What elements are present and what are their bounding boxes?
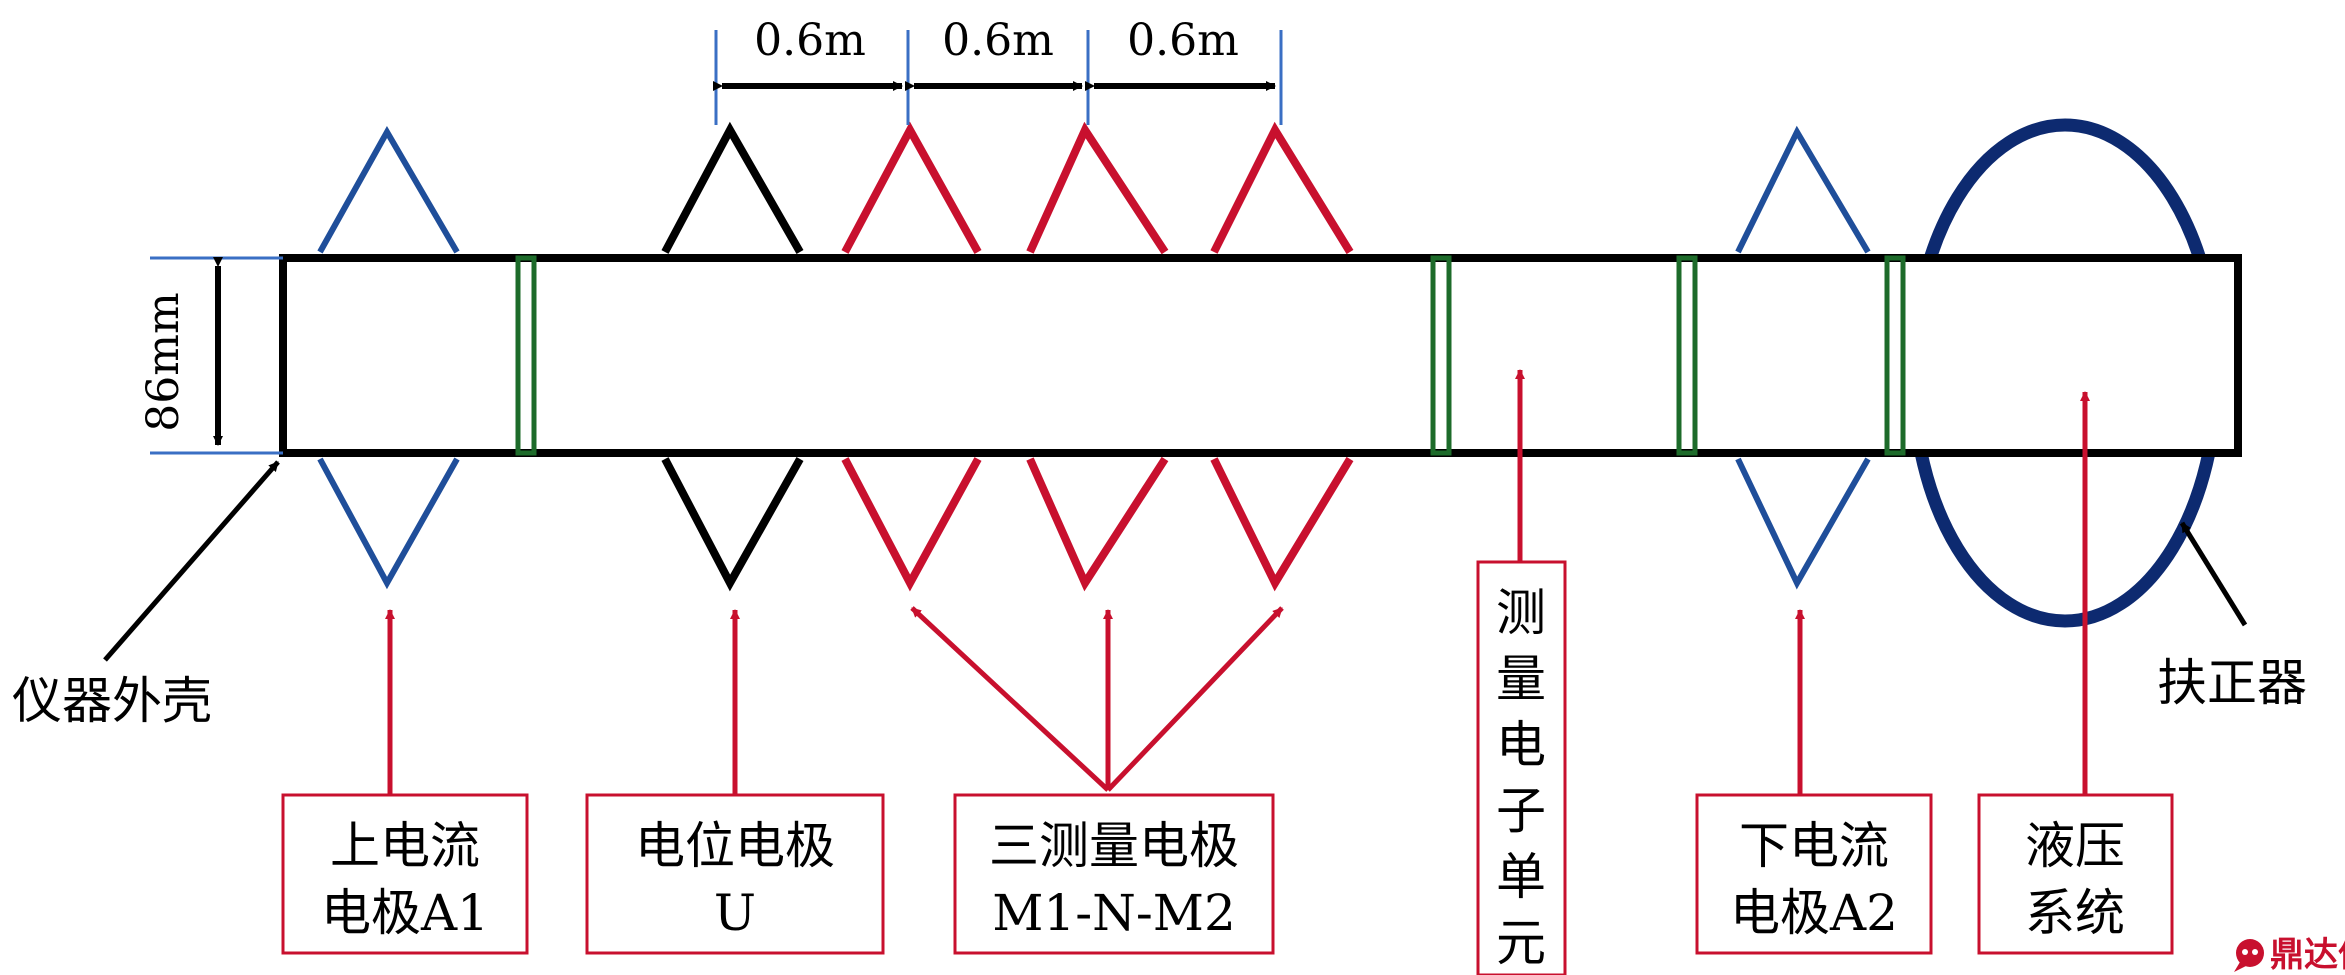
measure-electrode-m1-top (841, 121, 982, 254)
insulator-ring-1 (515, 255, 537, 456)
watermark-text: 鼎达信 (2270, 935, 2345, 975)
box-measurement-unit (1476, 560, 1567, 975)
lower-current-electrode-a2 (1735, 125, 1871, 590)
measure-electrode-m2-bottom (1210, 456, 1354, 592)
measurement-unit-char-1: 测 (1496, 584, 1546, 642)
measure-electrode-m1-bottom (841, 457, 982, 592)
centralizer-label: 扶正器 (2157, 654, 2307, 712)
measurement-unit-char-4: 子 (1496, 782, 1546, 840)
measure-line-1: 三测量电极 (989, 817, 1239, 875)
potential-line-2: U (714, 884, 756, 942)
measurement-unit-char-6: 元 (1496, 914, 1546, 972)
callout-labels: 上电流 电极A1 电位电极 U 三测量电极 M1-N-M2 测 量 电 子 单 … (321, 584, 2125, 972)
insulator-ring-3 (1676, 255, 1698, 456)
callout-boxes (281, 560, 2174, 975)
measure-line-2: M1-N-M2 (992, 884, 1236, 942)
speech-bubble-logo-icon (2234, 939, 2264, 972)
insulator-ring-4 (1884, 255, 1906, 456)
hydraulic-line-1: 液压 (2025, 817, 2125, 875)
measurement-unit-char-2: 量 (1496, 650, 1546, 708)
upper-current-line-2: 电极A1 (321, 884, 489, 942)
watermark: 鼎达信 (2234, 935, 2345, 975)
diameter-dimension: 86mm (138, 256, 283, 455)
measure-electrodes (841, 121, 1354, 592)
diameter-label: 86mm (138, 292, 189, 431)
measurement-unit-char-5: 单 (1496, 848, 1546, 906)
callout-arrows (385, 369, 2090, 795)
spacing-label-2: 0.6m (942, 15, 1054, 66)
box-measure (953, 793, 1275, 955)
insulator-ring-2 (1430, 255, 1452, 456)
measurement-unit-char-3: 电 (1496, 716, 1546, 774)
box-lower-current (1695, 793, 1933, 955)
upper-current-line-1: 上电流 (330, 817, 480, 875)
measure-electrode-m2-top (1210, 121, 1354, 255)
spacing-label-1: 0.6m (754, 15, 866, 66)
upper-current-electrode-a1 (317, 125, 460, 590)
housing-label: 仪器外壳 (12, 672, 212, 730)
lower-current-line-2: 电极A2 (1730, 884, 1898, 942)
tool-housing (279, 254, 2242, 457)
potential-line-1: 电位电极 (635, 817, 835, 875)
housing-leader-arrow (103, 460, 280, 662)
insulator-rings (515, 255, 1906, 456)
lower-current-line-1: 下电流 (1739, 817, 1889, 875)
potential-electrode-u (661, 121, 804, 592)
box-hydraulic (1977, 793, 2174, 955)
box-potential (585, 793, 885, 955)
spacing-dimensions: 0.6m 0.6m 0.6m (713, 15, 1283, 125)
centralizer-leader-arrow (2179, 521, 2248, 627)
measure-electrode-n-bottom (1026, 456, 1169, 592)
box-upper-current (281, 793, 529, 955)
spacing-label-3: 0.6m (1127, 15, 1239, 66)
measure-electrode-n-top (1026, 121, 1169, 255)
hydraulic-line-2: 系统 (2025, 884, 2125, 942)
